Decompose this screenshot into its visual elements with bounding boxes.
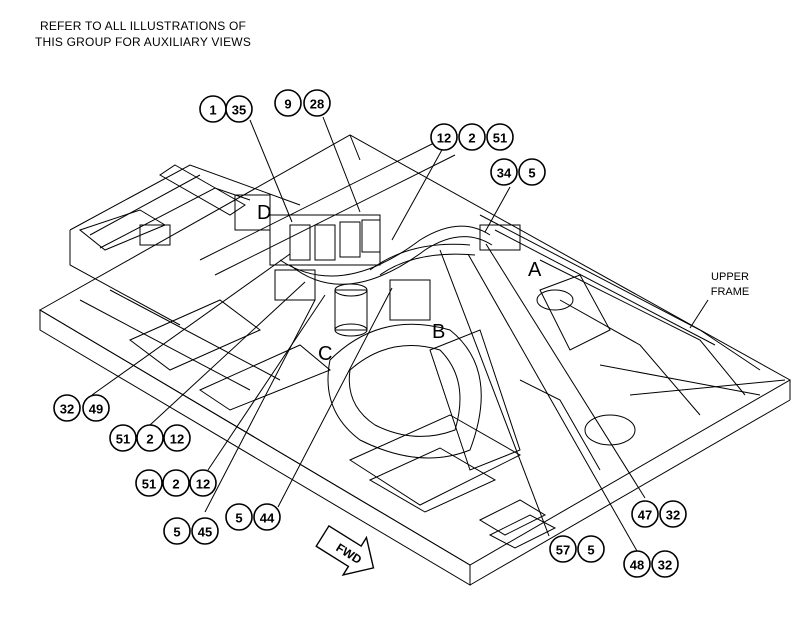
callout-circle [651,550,679,578]
callout-circle [162,469,190,497]
view-letter-a: A [528,259,542,281]
callout-circle [631,500,659,528]
callout-circle [458,123,486,151]
callout-51-2-12: 51 2 12 [109,424,191,452]
view-letter-b: B [432,321,445,343]
callout-circle [136,424,164,452]
callout-number: 2 [146,432,153,447]
callout-circle [82,394,110,422]
callout-number: 9 [284,97,291,112]
callout-51-2-12: 51 2 12 [135,469,217,497]
callout-number: 5 [235,511,242,526]
callout-number: 32 [666,508,680,523]
callout-number: 51 [493,131,507,146]
callout-number: 35 [232,103,246,118]
callout-9-28: 9 28 [274,89,331,117]
callout-circle [53,394,81,422]
callout-circle [490,158,518,186]
callout-32-49: 32 49 [53,394,110,422]
callout-number: 12 [437,131,451,146]
callout-number: 51 [142,477,156,492]
callout-circle [109,424,137,452]
callout-number: 49 [89,402,103,417]
upper-frame-label-line-2: FRAME [711,286,750,298]
callout-number: 28 [310,97,324,112]
callout-5-44: 5 44 [225,503,281,531]
callout-number: 12 [196,477,210,492]
callout-57-5: 57 5 [549,535,605,563]
callout-48-32: 48 32 [623,550,679,578]
callout-number: 2 [172,477,179,492]
callout-5-45: 5 45 [163,517,219,545]
view-letter-c: C [318,343,332,365]
upper-frame-label: UPPER FRAME [689,271,750,329]
callout-circle [274,89,302,117]
header-note-line-1: REFER TO ALL ILLUSTRATIONS OF [39,19,247,33]
header-note: REFER TO ALL ILLUSTRATIONS OF THIS GROUP… [18,18,268,50]
fwd-arrow: FWD [315,524,375,576]
header-note-line-2: THIS GROUP FOR AUXILIARY VIEWS [34,35,252,49]
callout-number: 44 [260,511,275,526]
callout-34-5: 34 5 [490,158,546,186]
callout-number: 32 [658,558,672,573]
callout-number: 5 [587,543,594,558]
callout-12-2-51: 12 2 51 [430,123,514,151]
callout-circle [191,517,219,545]
callout-circle [189,469,217,497]
callout-circle [430,123,458,151]
callout-number: 2 [468,131,475,146]
callout-number: 12 [170,432,184,447]
callout-number: 51 [116,432,130,447]
callout-number: 32 [60,402,74,417]
callouts: 1 35 9 28 12 2 51 34 5 32 49 51 2 12 51 2 12 5 45 5 44 57 5 48 3… [53,89,687,578]
callout-number: 5 [173,525,180,540]
callout-number: 48 [630,558,644,573]
callout-circle [549,535,577,563]
upper-frame-label-line-1: UPPER [711,271,749,283]
callout-circle [303,89,331,117]
callout-circle [253,503,281,531]
callout-circle [225,95,253,123]
callout-number: 5 [528,166,535,181]
callout-circle [225,503,253,531]
upper-frame-drawing [39,134,792,586]
callout-circle [163,517,191,545]
view-letter-d: D [257,202,271,224]
callout-number: 34 [497,166,512,181]
callout-circle [518,158,546,186]
callout-1-35: 1 35 [199,95,253,123]
callout-number: 57 [556,543,570,558]
callout-circle [623,550,651,578]
leader-lines [91,116,646,552]
callout-circle [486,123,514,151]
callout-47-32: 47 32 [631,500,687,528]
callout-number: 47 [638,508,652,523]
callout-number: 45 [198,525,212,540]
callout-circle [135,469,163,497]
callout-circle [577,535,605,563]
callout-number: 1 [209,103,216,118]
callout-circle [659,500,687,528]
callout-circle [163,424,191,452]
